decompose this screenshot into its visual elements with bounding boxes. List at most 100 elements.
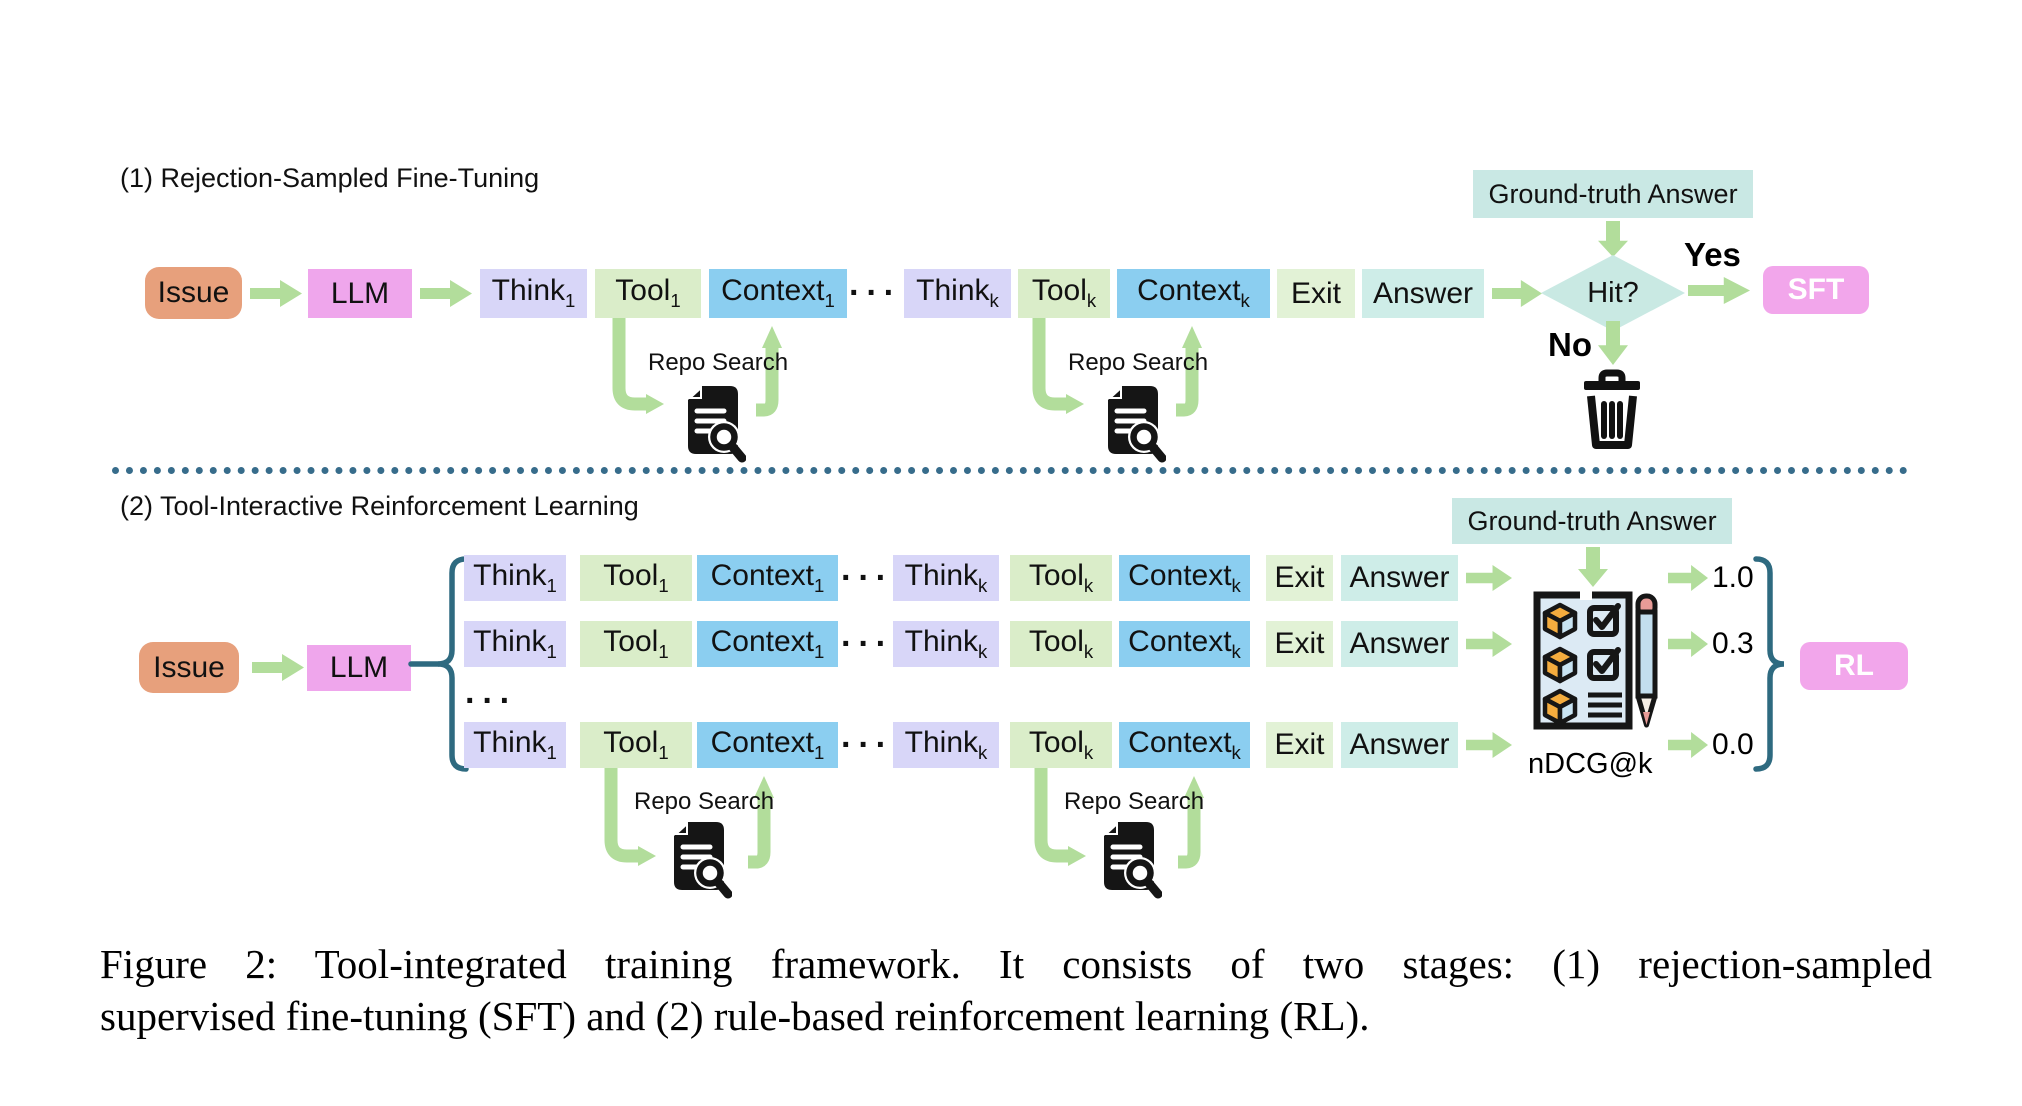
row2-thinkk-box: Thinkk (893, 621, 999, 667)
document-search-icon (1098, 820, 1162, 900)
row1-think1-box: Think1 (464, 555, 566, 601)
row1-tool1-box: Tool1 (580, 555, 692, 601)
row1-context1-box: Context1 (697, 555, 838, 601)
contextk-label: Contextk (1128, 624, 1241, 662)
arrow-right-icon (1466, 565, 1512, 591)
repo-search-connector (1032, 318, 1202, 417)
contextk-label: Contextk (1137, 274, 1250, 312)
stage1-tool1-box: Tool1 (595, 269, 701, 318)
stage1-contextk-box: Contextk (1117, 269, 1270, 318)
answer-label: Answer (1372, 276, 1474, 310)
ellipsis: ··· (841, 725, 893, 764)
arrow-right-icon (252, 654, 304, 681)
right-brace (1753, 556, 1785, 772)
arrow-right-icon (420, 280, 472, 307)
groundtruth-label: Ground-truth Answer (1488, 178, 1738, 209)
row3-context1-box: Context1 (697, 722, 838, 768)
arrow-down-icon (1598, 321, 1628, 365)
rows-ellipsis: ··· (465, 681, 517, 720)
yes-label: Yes (1684, 236, 1741, 273)
repo-search-label: Repo Search (648, 349, 789, 376)
stage1-llm-box: LLM (308, 269, 412, 318)
ellipsis: ··· (849, 274, 901, 312)
stage2-issue-box: Issue (139, 642, 239, 693)
context1-label: Context1 (710, 624, 825, 662)
figure-caption-line2: supervised fine-tuning (SFT) and (2) rul… (100, 993, 1370, 1039)
row2-tool1-box: Tool1 (580, 621, 692, 667)
arrow-right-icon (1688, 277, 1750, 304)
arrow-right-icon (1668, 732, 1708, 758)
tool1-label: Tool1 (603, 725, 669, 763)
trash-icon (1576, 368, 1648, 450)
sft-box: SFT (1763, 266, 1869, 314)
thinkk-label: Thinkk (904, 558, 988, 596)
toolk-label: Toolk (1028, 624, 1094, 662)
think1-label: Think1 (473, 725, 557, 763)
contextk-label: Contextk (1128, 725, 1241, 763)
stage1-issue-box: Issue (145, 267, 242, 319)
exit-label: Exit (1274, 627, 1325, 660)
section-divider (112, 467, 1908, 474)
stage1-title: (1) Rejection-Sampled Fine-Tuning (120, 163, 540, 193)
repo-search-label: Repo Search (634, 788, 775, 815)
rl-box: RL (1800, 642, 1908, 690)
row2-contextk-box: Contextk (1119, 621, 1250, 667)
arrow-right-icon (1466, 631, 1512, 657)
tool1-label: Tool1 (603, 558, 669, 596)
score-value: 0.0 (1712, 728, 1754, 761)
row2-exit-box: Exit (1266, 621, 1333, 667)
llm-label: LLM (330, 276, 390, 310)
tool1-label: Tool1 (615, 274, 681, 312)
arrow-right-icon (250, 280, 302, 307)
repo-search-connector (604, 768, 774, 869)
thinkk-label: Thinkk (904, 725, 988, 763)
document-search-icon (668, 820, 732, 900)
tool1-label: Tool1 (603, 624, 669, 662)
stage1-groundtruth-box: Ground-truth Answer (1473, 170, 1753, 218)
stage1-context1-box: Context1 (709, 269, 847, 318)
row3-tool1-box: Tool1 (580, 722, 692, 768)
row2-toolk-box: Toolk (1010, 621, 1112, 667)
no-label: No (1548, 326, 1592, 363)
row1-contextk-box: Contextk (1119, 555, 1250, 601)
context1-label: Context1 (710, 725, 825, 763)
ellipsis: ··· (841, 558, 893, 597)
row3-think1-box: Think1 (464, 722, 566, 768)
stage1-answer-box: Answer (1362, 269, 1484, 318)
row3-exit-box: Exit (1266, 722, 1333, 768)
toolk-label: Toolk (1031, 274, 1097, 312)
row1-toolk-box: Toolk (1010, 555, 1112, 601)
arrow-right-icon (1466, 732, 1512, 758)
document-search-icon (682, 384, 746, 464)
row2-context1-box: Context1 (697, 621, 838, 667)
llm-label: LLM (329, 651, 389, 684)
checklist-grader-icon (1533, 590, 1658, 730)
row3-toolk-box: Toolk (1010, 722, 1112, 768)
row1-thinkk-box: Thinkk (893, 555, 999, 601)
row1-answer-box: Answer (1341, 555, 1458, 601)
context1-label: Context1 (710, 558, 825, 596)
figure-caption-line1: Figure 2: Tool-integrated training frame… (100, 941, 1932, 987)
exit-label: Exit (1274, 561, 1325, 594)
left-brace (408, 556, 469, 772)
answer-label: Answer (1349, 561, 1450, 594)
repo-search-label: Repo Search (1068, 349, 1209, 376)
row2-think1-box: Think1 (464, 621, 566, 667)
exit-label: Exit (1274, 728, 1325, 761)
rl-label: RL (1834, 649, 1874, 682)
issue-label: Issue (153, 650, 225, 684)
stage1-think1-box: Think1 (480, 269, 587, 318)
toolk-label: Toolk (1028, 558, 1094, 596)
score-value: 0.3 (1712, 627, 1754, 660)
answer-label: Answer (1349, 728, 1450, 761)
repo-search-connector (1034, 768, 1204, 869)
stage1-exit-box: Exit (1277, 269, 1355, 318)
stage1-toolk-box: Toolk (1018, 269, 1110, 318)
toolk-label: Toolk (1028, 725, 1094, 763)
ndcg-label: nDCG@k (1528, 748, 1653, 780)
row3-contextk-box: Contextk (1119, 722, 1250, 768)
row3-answer-box: Answer (1341, 722, 1458, 768)
context1-label: Context1 (721, 274, 835, 312)
exit-label: Exit (1290, 276, 1341, 310)
